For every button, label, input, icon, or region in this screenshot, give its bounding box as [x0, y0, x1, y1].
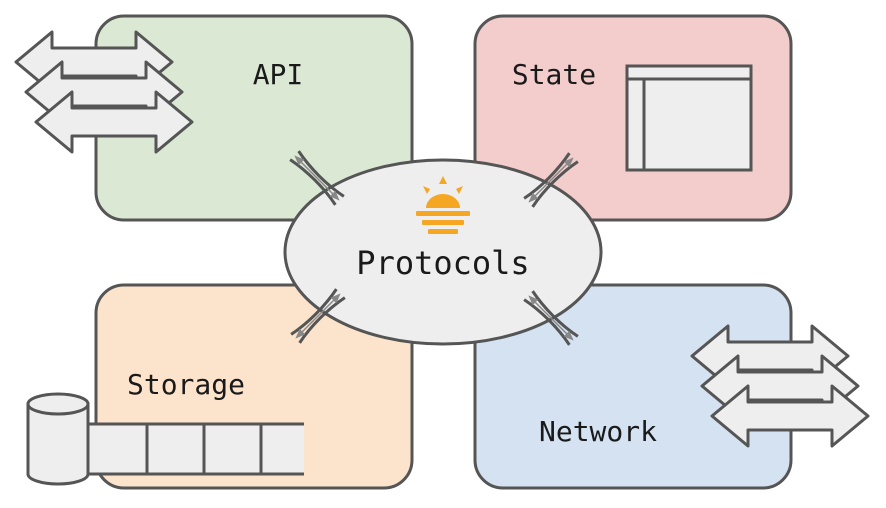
database-queue-icon — [26, 392, 304, 486]
storage-label: Storage — [127, 368, 245, 401]
protocol-logo-icon — [416, 176, 470, 234]
state-label: State — [512, 58, 596, 91]
protocols-hub: Protocols — [283, 158, 603, 346]
api-label: API — [253, 58, 304, 91]
protocols-label: Protocols — [356, 244, 529, 282]
window-icon — [625, 64, 753, 172]
storage-quadrant: Storage — [26, 283, 414, 490]
network-quadrant: Network — [473, 283, 870, 490]
api-quadrant: API — [14, 14, 414, 222]
state-quadrant: State — [473, 14, 793, 222]
network-label: Network — [539, 415, 657, 448]
